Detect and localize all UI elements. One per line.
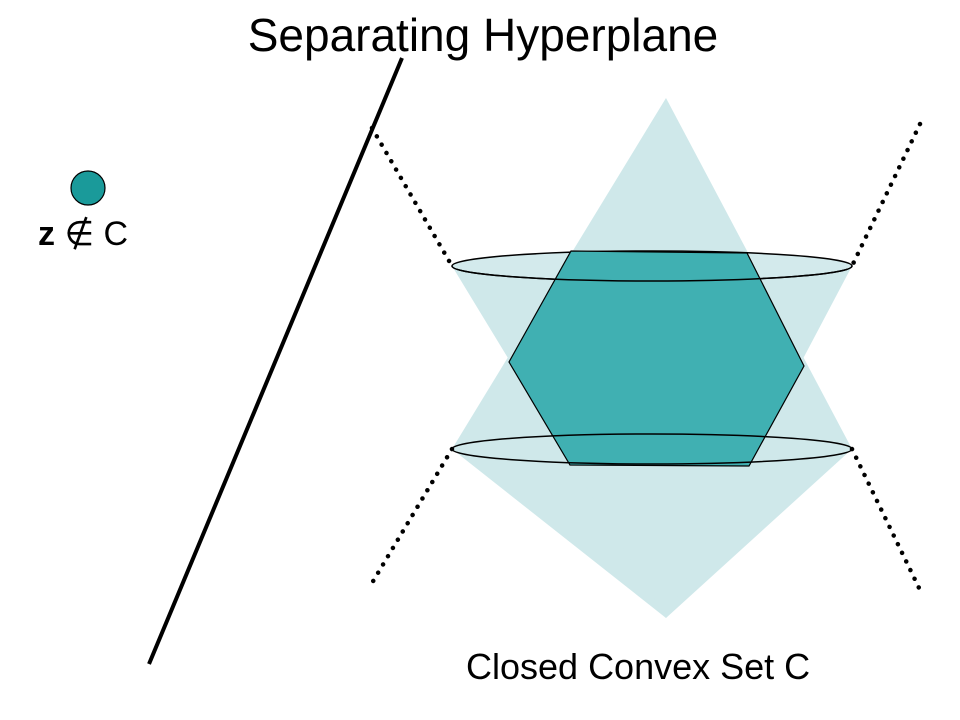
point-z bbox=[70, 170, 106, 206]
top-ellipse-front-arc bbox=[451, 265, 853, 282]
not-member-symbol: ∉ bbox=[64, 215, 95, 253]
dotted-line-lower-left bbox=[369, 446, 455, 586]
set-label: Closed Convex Set C bbox=[466, 646, 811, 687]
point-label: z ∉ C bbox=[38, 214, 128, 254]
point-set-name: C bbox=[103, 215, 129, 253]
dotted-line-upper-right bbox=[849, 121, 923, 269]
diagram-title: Separating Hyperplane bbox=[247, 9, 719, 61]
point-variable: z bbox=[38, 215, 55, 253]
dotted-line-upper-left bbox=[369, 125, 455, 269]
bottom-ellipse-front-arc bbox=[451, 448, 853, 465]
convex-set-hexagon bbox=[508, 250, 805, 467]
dotted-line-lower-right bbox=[849, 446, 923, 593]
separating-hyperplane-line bbox=[147, 57, 404, 665]
bottom-ellipse-back-arc bbox=[451, 433, 853, 450]
